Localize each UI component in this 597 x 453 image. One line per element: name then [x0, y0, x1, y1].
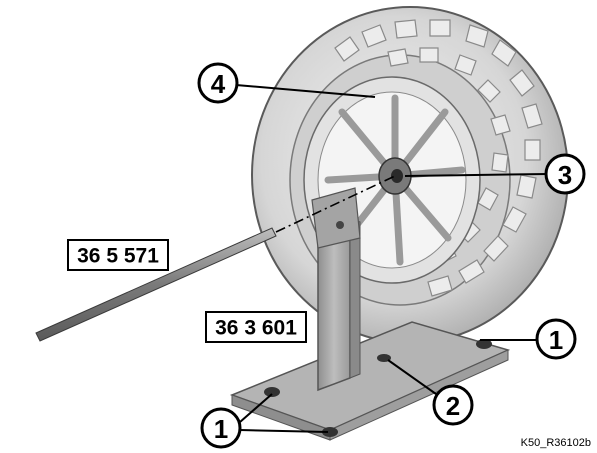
callout-1-right: 1 [535, 318, 577, 360]
callout-1-left-label: 1 [214, 414, 228, 444]
tool-number-shaft: 36 5 571 [77, 245, 159, 268]
leader-3 [404, 173, 549, 177]
leader-1-left-a [239, 393, 273, 423]
leader-1-left-b [239, 429, 329, 433]
wheel-stand [229, 187, 511, 441]
tool-label-stand: 36 3 601 [205, 311, 307, 343]
tool-number-stand: 36 3 601 [215, 317, 297, 340]
tread-blocks [334, 19, 543, 297]
leader-4 [235, 84, 376, 98]
leader-2 [387, 359, 437, 395]
shaft-centerline [275, 175, 396, 233]
callout-2-label: 2 [446, 391, 460, 421]
callout-2: 2 [432, 384, 474, 426]
balancing-shaft [35, 175, 396, 342]
callout-1-left: 1 [200, 407, 242, 449]
callout-4-label: 4 [211, 69, 226, 99]
stand-nut [377, 354, 391, 362]
foot-left [264, 387, 280, 397]
callout-4: 4 [197, 62, 239, 104]
callout-3-label: 3 [558, 160, 572, 190]
tool-label-shaft: 36 5 571 [67, 239, 169, 271]
callout-1-right-label: 1 [549, 325, 563, 355]
foot-front [322, 427, 338, 437]
callout-3: 3 [544, 153, 586, 195]
figure-reference: K50_R36102b [520, 437, 591, 449]
foot-right [476, 339, 492, 349]
